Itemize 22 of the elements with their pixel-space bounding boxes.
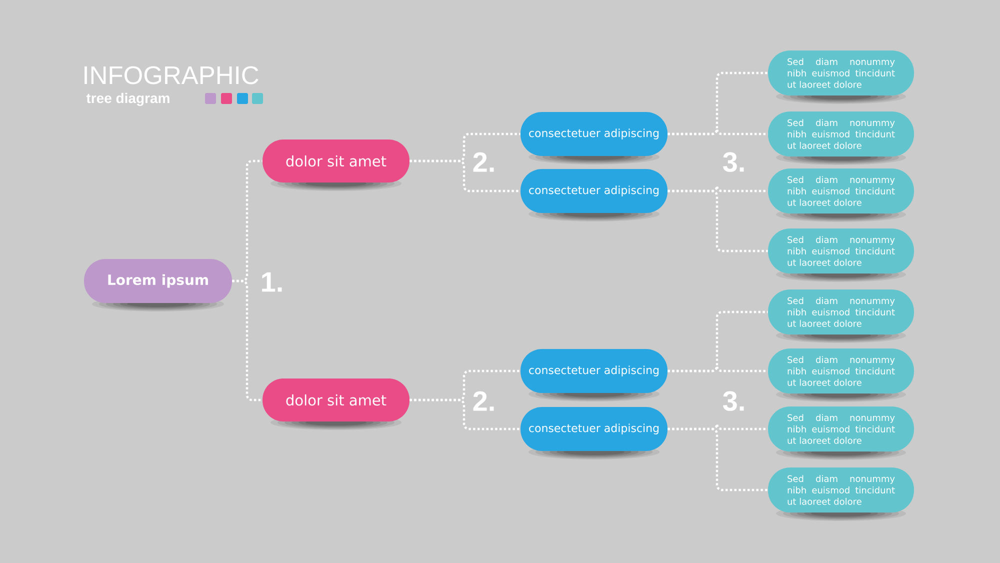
dotted-connector <box>668 428 768 492</box>
leaf-box: Sed diam nonummy nibh euismod tincidunt ut laoreet dolore <box>768 112 914 165</box>
dotted-connector <box>668 128 768 136</box>
dotted-connector <box>232 280 262 402</box>
sub-branch-box: consectetuer adipiscing <box>520 169 668 222</box>
dotted-connector <box>668 364 768 372</box>
sub-branch-box: consectetuer adipiscing <box>520 112 668 164</box>
sub-branch-box: consectetuer adipiscing <box>520 407 668 460</box>
leaf-box: Sed diam nonummy nibh euismod tincidunt ut laoreet dolore <box>768 348 914 402</box>
dotted-connector <box>668 190 768 252</box>
leaf-box: Sed diam nonummy nibh euismod tincidunt ut laoreet dolore <box>768 290 914 343</box>
leaf-box: Sed diam nonummy nibh euismod tincidunt ut laoreet dolore <box>768 406 914 460</box>
sub-branch-box: consectetuer adipiscing <box>520 349 668 402</box>
dotted-connector <box>410 398 520 430</box>
leaf-box: Sed diam nonummy nibh euismod tincidunt ut laoreet dolore <box>768 168 914 222</box>
branch-box: dolor sit amet <box>262 378 410 430</box>
root-box: Lorem ipsum <box>84 259 232 312</box>
branch-box: dolor sit amet <box>262 140 410 191</box>
leaf-box: Sed diam nonummy nibh euismod tincidunt ut laoreet dolore <box>768 50 914 104</box>
leaf-box: Sed diam nonummy nibh euismod tincidunt ut laoreet dolore <box>768 468 914 521</box>
dotted-connector <box>410 160 520 192</box>
leaf-box: Sed diam nonummy nibh euismod tincidunt ut laoreet dolore <box>768 228 914 282</box>
